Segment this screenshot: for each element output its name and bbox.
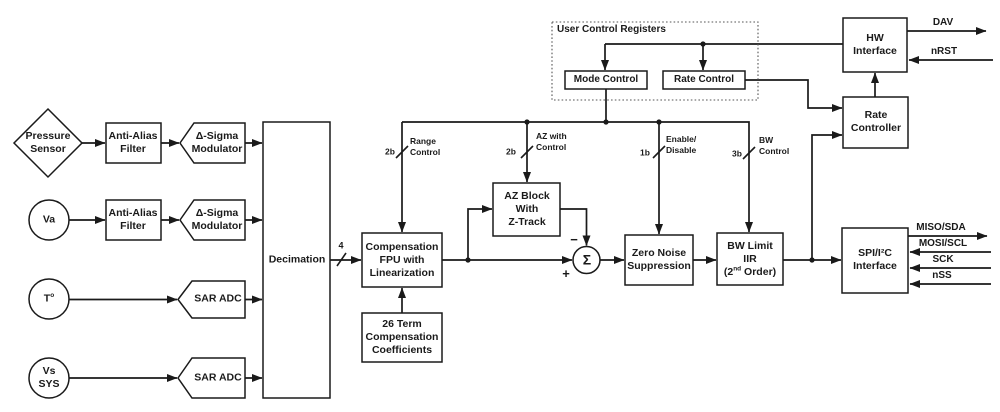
user-control-registers-title: User Control Registers [557,24,666,35]
sar-adc-bottom-label: SAR ADC [194,371,242,384]
temperature-label: To [43,292,55,305]
summer-node [572,245,601,275]
nrst-signal-label: nRST [930,45,958,57]
pressure-sensor-node [12,107,84,179]
wire-control-bus [402,121,753,233]
rate-control-label: Rate Control [674,73,734,85]
compensation-fpu-label: Compensation FPU with Linearization [365,240,439,279]
anti-alias-filter-bottom-block [105,199,162,241]
zero-noise-block [624,234,694,286]
az-block [492,182,561,237]
delta-sigma-top-block [179,122,246,164]
bw-bus-width: 3b [732,148,742,159]
sar-adc-top-block [177,280,246,319]
junction-dot [603,119,609,125]
decimation-label: Decimation [268,253,326,266]
range-control-label: Range Control [410,136,441,157]
wire-azblock-to-summer [560,208,591,246]
rate-controller-block [842,96,909,149]
rate-control-block [662,70,746,90]
summer-plus-sign: + [562,266,570,282]
vs-sys-node [28,357,70,399]
bus-slash-enable [652,145,666,159]
junction-dot [465,257,471,263]
user-control-registers-group [551,21,759,101]
range-bus-width: 2b [385,146,395,157]
bus-width-decimation: 4 [338,240,344,251]
va-node [28,199,70,241]
bus-slash-range [395,145,409,159]
sar-adc-top-label: SAR ADC [194,292,242,305]
enable-disable-label: Enable/ Disable [666,134,697,155]
vs-sys-label: Vs SYS [38,365,60,390]
coefficients-block [361,312,443,363]
anti-alias-filter-bottom-label: Anti-Alias Filter [108,207,158,232]
az-control-label: AZ with Control [536,131,567,152]
bw-limit-label: BW Limit IIR (2nd Order) [723,239,777,278]
compensation-fpu-block [361,232,443,288]
rate-controller-label: Rate Controller [850,109,902,134]
junction-dot [656,119,662,125]
mosi-scl-signal-label: MOSI/SCL [918,237,968,249]
decimation-block [262,121,331,399]
az-bus-width: 2b [506,146,516,157]
va-label: Va [42,213,56,226]
junction-dot [809,257,815,263]
delta-sigma-bottom-block [179,199,246,241]
mode-control-block [564,70,648,90]
enable-bus-width: 1b [640,147,650,158]
nss-signal-label: nSS [932,269,952,281]
zero-noise-label: Zero Noise Suppression [627,247,691,272]
sck-signal-label: SCK [932,253,954,265]
az-block-label: AZ Block With Z-Track [504,189,550,228]
mode-control-label: Mode Control [573,73,639,85]
bus-slash-bw [742,146,756,160]
temperature-node [28,278,70,320]
hw-interface-label: HW Interface [853,32,897,57]
pressure-sensor-label: Pressure Sensor [25,130,71,155]
anti-alias-filter-top-block [105,122,162,164]
delta-sigma-top-label: Δ-Sigma Modulator [191,130,243,155]
wire-ratecontrol-to-ratecontroller [745,79,843,112]
anti-alias-filter-top-label: Anti-Alias Filter [108,130,158,155]
junction-dot [524,119,530,125]
bus-slash-az [520,145,534,159]
spi-interface-block [841,227,909,294]
miso-sda-signal-label: MISO/SDA [916,221,966,233]
summer-symbol: Σ [582,251,592,268]
hw-interface-block [842,17,908,73]
bus-slash-decimation [336,252,347,267]
junction-dot [700,41,706,47]
wire-branch-to-azblock [467,205,493,260]
sar-adc-bottom-block [177,357,246,399]
spi-interface-label: SPI/I²C Interface [853,247,897,272]
delta-sigma-bottom-label: Δ-Sigma Modulator [191,207,243,232]
summer-minus-sign: − [570,232,578,248]
coefficients-label: 26 Term Compensation Coefficients [365,317,439,356]
bw-control-label: BW Control [759,135,790,156]
wire-branch-to-ratecontroller [811,131,843,260]
dav-signal-label: DAV [932,16,954,28]
bw-limit-block [716,232,784,286]
